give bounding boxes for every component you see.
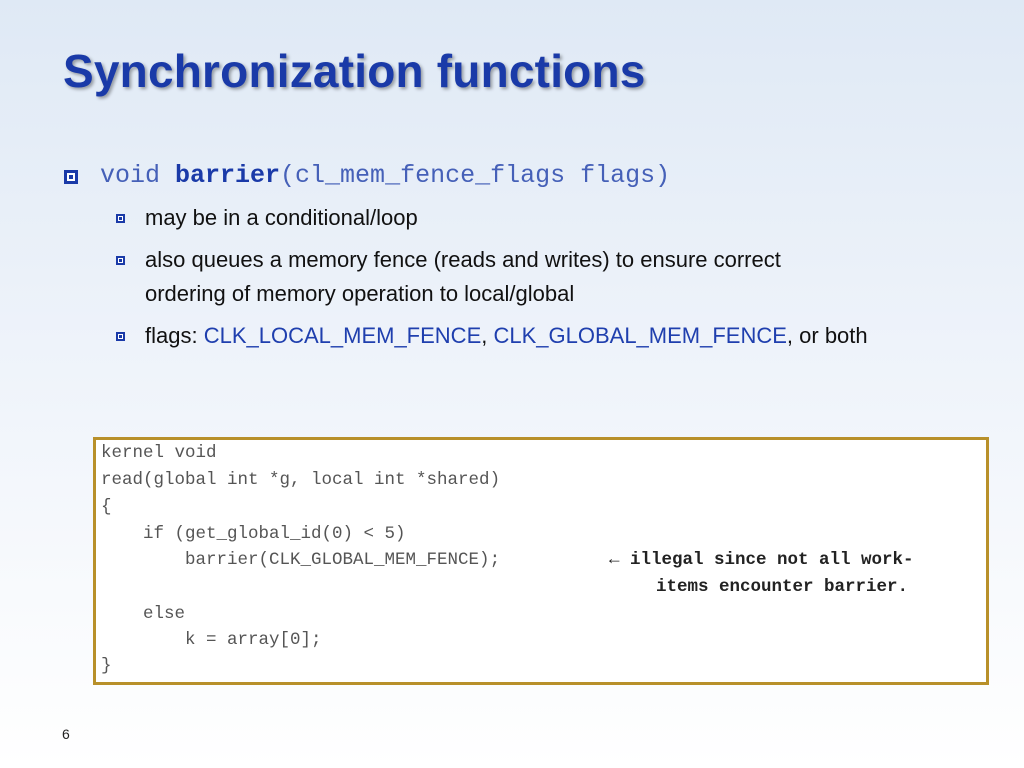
signature-function-name: barrier bbox=[175, 161, 281, 190]
code-line: read(global int *g, local int *shared) bbox=[101, 470, 501, 490]
bullet-marker bbox=[64, 170, 78, 184]
code-line: k = array[0]; bbox=[101, 630, 322, 650]
page-number: 6 bbox=[62, 726, 70, 742]
sub-bullet-conditional: may be in a conditional/loop bbox=[145, 205, 418, 230]
illegal-barrier-note-line1: ← illegal since not all work- bbox=[609, 550, 914, 570]
code-line: if (get_global_id(0) < 5) bbox=[101, 524, 406, 544]
code-line: else bbox=[101, 604, 186, 624]
sub-bullet-marker bbox=[116, 214, 125, 223]
flags-label: flags: bbox=[145, 323, 204, 348]
code-line: kernel void bbox=[101, 443, 217, 463]
sub-bullet-memory-fence-line2: ordering of memory operation to local/gl… bbox=[145, 281, 575, 306]
code-line: barrier(CLK_GLOBAL_MEM_FENCE); bbox=[101, 550, 501, 570]
barrier-signature: void barrier(cl_mem_fence_flags flags) bbox=[100, 161, 670, 190]
sub-bullet-marker bbox=[116, 256, 125, 265]
code-line: } bbox=[101, 656, 112, 676]
signature-prefix: void bbox=[100, 161, 176, 190]
sub-bullet-memory-fence-line1: also queues a memory fence (reads and wr… bbox=[145, 247, 781, 272]
flag-local-mem-fence: CLK_LOCAL_MEM_FENCE bbox=[203, 323, 482, 348]
signature-params: (cl_mem_fence_flags flags) bbox=[280, 161, 671, 190]
sub-bullet-marker bbox=[116, 332, 125, 341]
flag-global-mem-fence: CLK_GLOBAL_MEM_FENCE bbox=[493, 323, 787, 348]
code-line: { bbox=[101, 497, 112, 517]
code-example-box: kernel void read(global int *g, local in… bbox=[93, 437, 989, 685]
flags-separator: , bbox=[481, 323, 494, 348]
illegal-barrier-note-line2: items encounter barrier. bbox=[656, 577, 909, 597]
flags-suffix: , or both bbox=[786, 323, 868, 348]
sub-bullet-flags: flags: CLK_LOCAL_MEM_FENCE, CLK_GLOBAL_M… bbox=[145, 319, 965, 353]
slide-title: Synchronization functions bbox=[63, 45, 646, 97]
